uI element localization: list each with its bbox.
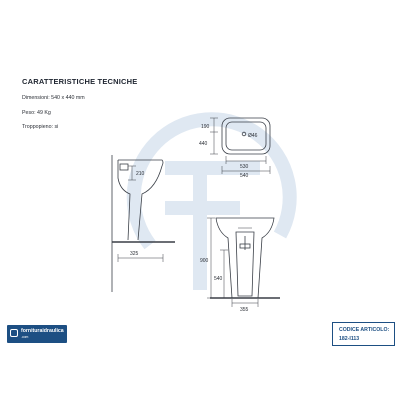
top-view-drawing bbox=[210, 117, 271, 174]
side-view-drawing bbox=[111, 155, 175, 292]
dim-355: 355 bbox=[240, 307, 249, 313]
spec-weight-label: Peso: bbox=[22, 110, 36, 116]
brand-domain: .com bbox=[21, 335, 29, 339]
brand-mark-icon bbox=[10, 329, 18, 337]
dim-440: 440 bbox=[199, 141, 208, 147]
dim-530: 530 bbox=[240, 164, 249, 170]
spec-dimensions: Dimensioni: 540 x 440 mm bbox=[22, 95, 85, 101]
dim-diameter: Ø46 bbox=[248, 133, 258, 139]
spec-weight: Peso: 49 Kg bbox=[22, 110, 51, 116]
product-code-value: 182-I113 bbox=[339, 336, 360, 342]
dim-325: 325 bbox=[130, 251, 139, 257]
page-title: CARATTERISTICHE TECNICHE bbox=[22, 77, 138, 86]
spec-dimensions-value: 540 x 440 mm bbox=[51, 95, 85, 101]
spec-overflow-label: Troppopieno: bbox=[22, 124, 54, 130]
spec-weight-value: 49 Kg bbox=[37, 110, 51, 116]
product-code-box: CODICE ARTICOLO: 182-I113 bbox=[332, 322, 395, 346]
spec-overflow: Troppopieno: si bbox=[22, 124, 58, 130]
watermark-logo bbox=[126, 112, 297, 290]
product-code-label: CODICE ARTICOLO: bbox=[339, 327, 390, 333]
spec-dimensions-label: Dimensioni: bbox=[22, 95, 50, 101]
brand-name: fornituraidraulica bbox=[21, 328, 64, 334]
dim-540-top: 540 bbox=[240, 173, 249, 179]
front-view-drawing bbox=[207, 217, 280, 307]
dim-900: 900 bbox=[200, 258, 209, 264]
dim-190: 190 bbox=[201, 124, 210, 130]
spec-overflow-value: si bbox=[54, 124, 59, 130]
dim-540-front: 540 bbox=[214, 276, 223, 282]
dim-210: 210 bbox=[136, 171, 145, 177]
brand-logo: fornituraidraulica .com bbox=[7, 325, 67, 343]
